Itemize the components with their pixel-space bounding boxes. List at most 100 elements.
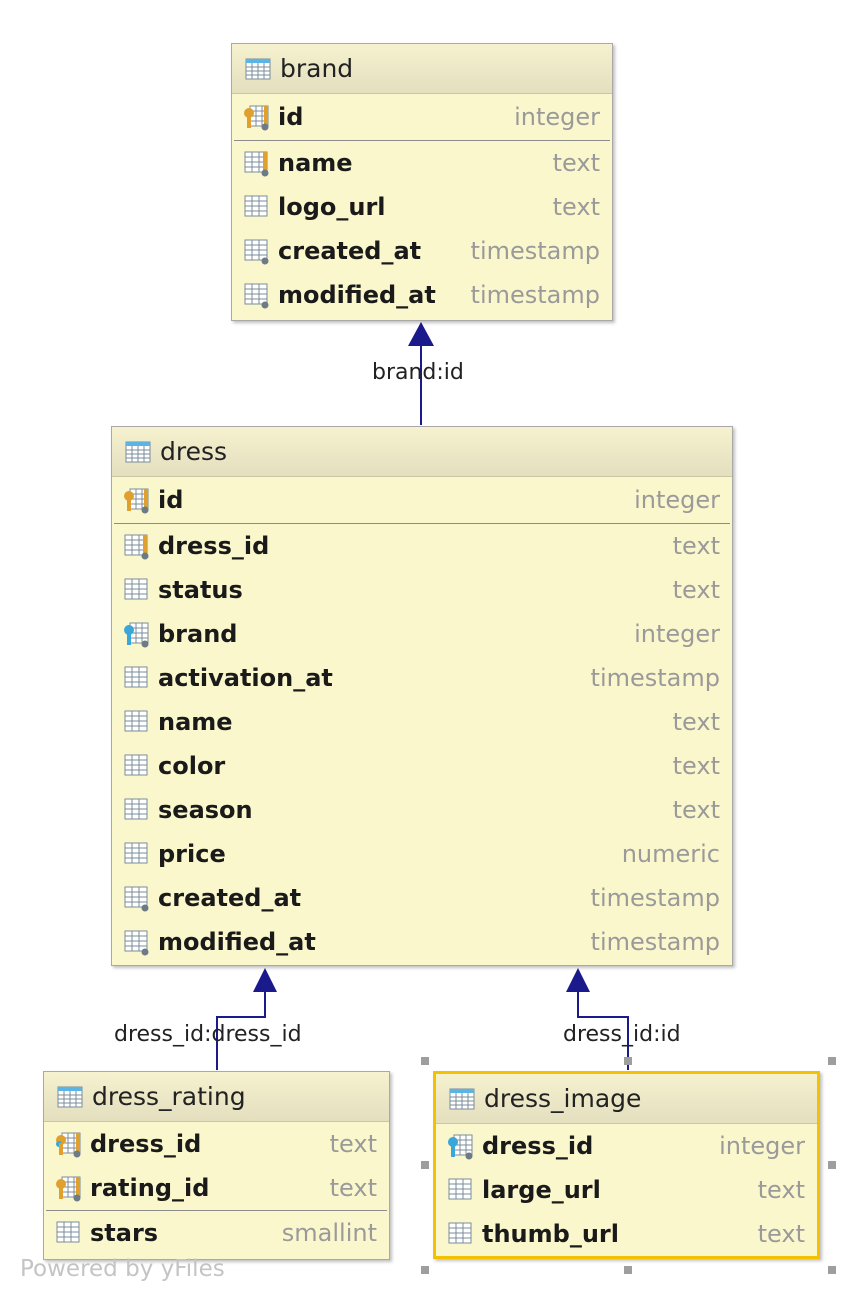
column-name: dress_id xyxy=(90,1130,202,1158)
column-name: name xyxy=(278,149,353,177)
column-name: rating_id xyxy=(90,1174,210,1202)
column-name: modified_at xyxy=(158,928,316,956)
table-header: dress xyxy=(112,427,732,477)
column-type: integer xyxy=(719,1132,805,1160)
table-title: dress_image xyxy=(484,1084,642,1113)
resize-handle-top-right[interactable] xyxy=(828,1057,836,1065)
edge-label-dress-image: dress_id:id xyxy=(563,1022,681,1047)
column-name: brand xyxy=(158,620,238,648)
table-dress-rating[interactable]: dress_rating dress_id text rating_id tex… xyxy=(43,1071,390,1260)
primary-key-icon xyxy=(124,488,149,514)
resize-handle-left[interactable] xyxy=(421,1161,429,1169)
column-type: text xyxy=(552,149,600,177)
column-row-pk[interactable]: id integer xyxy=(112,477,732,523)
resize-handle-bottom-left[interactable] xyxy=(421,1266,429,1274)
column-name: activation_at xyxy=(158,664,333,692)
column-row[interactable]: activation_at timestamp xyxy=(112,656,732,700)
column-icon xyxy=(56,1221,80,1243)
key-separator xyxy=(114,523,730,524)
column-icon xyxy=(124,754,148,776)
column-name: id xyxy=(278,103,304,131)
column-type: text xyxy=(757,1220,805,1248)
column-row-pk[interactable]: rating_id text xyxy=(44,1166,389,1210)
edge-arrowhead-dress-image xyxy=(566,968,590,992)
column-name: name xyxy=(158,708,233,736)
column-row-pk[interactable]: id integer xyxy=(232,94,612,140)
edge-label-dress-rating: dress_id:dress_id xyxy=(114,1022,302,1047)
table-dress-image[interactable]: dress_image dress_id integer large_url t… xyxy=(433,1071,820,1259)
column-type: timestamp xyxy=(590,928,720,956)
table-title: brand xyxy=(280,54,354,83)
column-row[interactable]: large_url text xyxy=(436,1168,817,1212)
column-row-pk[interactable]: dress_id text xyxy=(44,1122,389,1166)
column-type: timestamp xyxy=(590,664,720,692)
column-row[interactable]: name text xyxy=(232,141,612,185)
column-name: season xyxy=(158,796,253,824)
column-row[interactable]: created_at timestamp xyxy=(232,229,612,273)
indexed-column-icon xyxy=(244,151,269,177)
column-type: integer xyxy=(514,103,600,131)
table-header: brand xyxy=(232,44,612,94)
column-icon xyxy=(448,1222,472,1244)
column-type: text xyxy=(672,576,720,604)
column-row[interactable]: logo_url text xyxy=(232,185,612,229)
column-type: smallint xyxy=(281,1219,377,1247)
column-row[interactable]: created_at timestamp xyxy=(112,876,732,920)
key-separator xyxy=(46,1210,387,1211)
powered-by-label: Powered by yFiles xyxy=(20,1256,225,1282)
edge-arrowhead-brand xyxy=(408,322,434,346)
column-row[interactable]: status text xyxy=(112,568,732,612)
column-name: large_url xyxy=(482,1176,601,1204)
edge-dress-rating-dress xyxy=(216,984,266,1070)
column-row[interactable]: price numeric xyxy=(112,832,732,876)
column-icon xyxy=(124,578,148,600)
resize-handle-bottom[interactable] xyxy=(624,1266,632,1274)
column-row[interactable]: modified_at timestamp xyxy=(112,920,732,964)
resize-handle-top[interactable] xyxy=(624,1057,632,1065)
column-name: modified_at xyxy=(278,281,436,309)
column-row[interactable]: thumb_url text xyxy=(436,1212,817,1256)
edge-label-brand-id: brand:id xyxy=(372,360,464,385)
foreign-key-icon xyxy=(124,622,149,648)
column-row[interactable]: dress_id integer xyxy=(436,1124,817,1168)
not-null-column-icon xyxy=(124,930,149,956)
edge-arrowhead-dress-rating xyxy=(253,968,277,992)
column-name: id xyxy=(158,486,184,514)
table-icon xyxy=(449,1088,475,1109)
table-dress[interactable]: dress id integer dress_id text status te… xyxy=(111,426,733,966)
column-type: timestamp xyxy=(590,884,720,912)
column-name: dress_id xyxy=(482,1132,594,1160)
column-type: integer xyxy=(634,620,720,648)
key-separator xyxy=(234,140,610,141)
table-title: dress xyxy=(160,437,228,466)
column-type: numeric xyxy=(621,840,720,868)
column-name: stars xyxy=(90,1219,159,1247)
table-brand[interactable]: brand id integer name text logo_url text xyxy=(231,43,613,321)
column-row[interactable]: name text xyxy=(112,700,732,744)
resize-handle-top-left[interactable] xyxy=(421,1057,429,1065)
column-type: integer xyxy=(634,486,720,514)
not-null-column-icon xyxy=(124,886,149,912)
column-type: text xyxy=(329,1174,377,1202)
column-type: text xyxy=(672,708,720,736)
resize-handle-right[interactable] xyxy=(828,1161,836,1169)
column-row[interactable]: color text xyxy=(112,744,732,788)
column-icon xyxy=(124,842,148,864)
resize-handle-bottom-right[interactable] xyxy=(828,1266,836,1274)
column-row[interactable]: stars smallint xyxy=(44,1211,389,1255)
primary-foreign-key-icon xyxy=(56,1132,81,1158)
column-type: text xyxy=(329,1130,377,1158)
column-row[interactable]: brand integer xyxy=(112,612,732,656)
primary-key-icon xyxy=(56,1176,81,1202)
column-type: text xyxy=(552,193,600,221)
column-row[interactable]: dress_id text xyxy=(112,524,732,568)
indexed-column-icon xyxy=(124,534,149,560)
column-row[interactable]: modified_at timestamp xyxy=(232,273,612,317)
column-row[interactable]: season text xyxy=(112,788,732,832)
column-icon xyxy=(124,710,148,732)
column-icon xyxy=(124,798,148,820)
table-icon xyxy=(57,1086,83,1107)
column-name: thumb_url xyxy=(482,1220,619,1248)
table-header: dress_rating xyxy=(44,1072,389,1122)
column-type: text xyxy=(672,796,720,824)
